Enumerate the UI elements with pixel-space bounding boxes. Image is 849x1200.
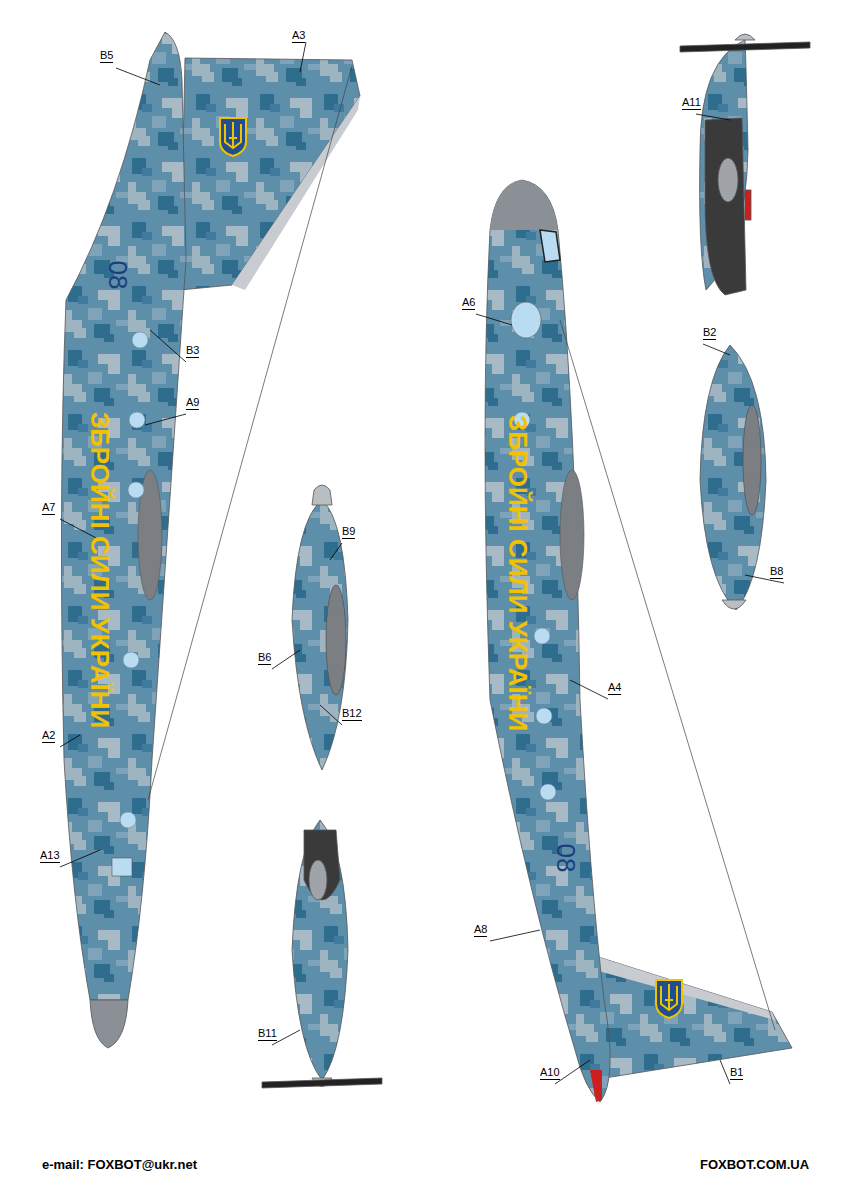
fuselage-marking: ЗБРОЙНІ СИЛИ УКРАЇНИ [505,415,531,731]
fuselage-marking: 08 [105,261,131,290]
callout-number: B12 [342,708,362,721]
callout-number: A11 [682,97,701,110]
callout-number: A9 [186,397,199,410]
fuselage-marking: 08 [553,844,579,873]
callout-number: B1 [730,1067,743,1080]
callout-number: A6 [462,297,475,310]
callout-number: B5 [100,50,113,63]
callout-number: B8 [770,566,783,579]
callout-number: B2 [703,327,716,340]
callout-number: A4 [608,682,621,695]
fuselage-marking: ЗБРОЙНІ СИЛИ УКРАЇНИ [87,412,113,728]
callout-number: A13 [40,850,60,863]
footer-text: FOXBOT.COM.UA [700,1158,809,1171]
callout-number: A10 [540,1067,560,1080]
callout-number: A8 [474,924,487,937]
callout-number: B9 [342,526,355,539]
callout-number: A3 [292,30,305,43]
footer-text: e-mail: FOXBOT@ukr.net [42,1158,197,1171]
callout-number: B3 [186,345,199,358]
callout-number: B6 [258,652,271,665]
callout-number: A2 [42,730,55,743]
callout-number: B11 [258,1028,277,1041]
callout-number: A7 [42,502,55,515]
